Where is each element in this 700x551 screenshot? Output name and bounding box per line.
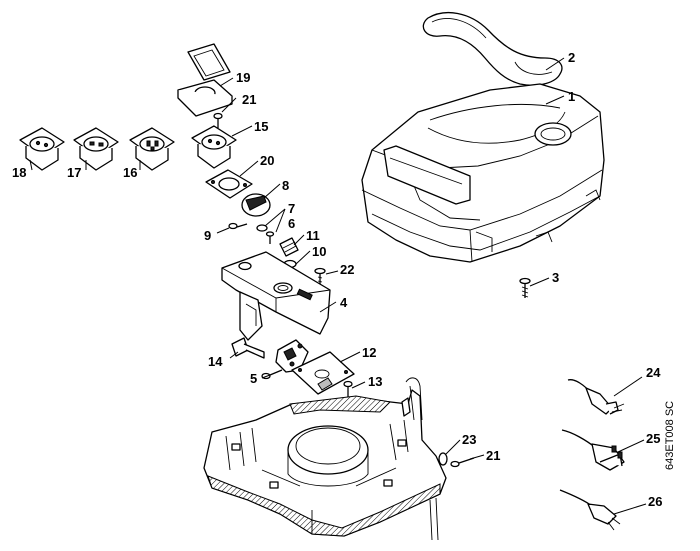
part-label-13: 13: [368, 374, 382, 389]
part-label-24: 24: [646, 365, 661, 380]
part-label-8: 8: [282, 178, 289, 193]
part-label-20: 20: [260, 153, 274, 168]
part-label-18: 18: [12, 165, 26, 180]
cover: [361, 83, 605, 263]
socket-16: [129, 127, 175, 171]
part-label-11: 11: [306, 228, 320, 243]
part-label-23: 23: [462, 432, 476, 447]
o-ring: [256, 224, 268, 232]
knob: [241, 193, 271, 217]
part-label-5: 5: [250, 371, 257, 386]
part-label-14: 14: [208, 354, 223, 369]
plug-26: [559, 489, 621, 531]
part-label-16: 16: [123, 165, 137, 180]
board-screw: [343, 380, 353, 398]
leader-lines: [29, 57, 647, 515]
socket-15: [191, 125, 237, 169]
part-label-7: 7: [288, 201, 295, 216]
part-label-15: 15: [254, 119, 268, 134]
part-label-4: 4: [340, 295, 348, 310]
part-label-21-bottom: 21: [486, 448, 500, 463]
screw-21-top: [213, 112, 223, 128]
part-label-21-top: 21: [242, 92, 256, 107]
drawing-code: 643ET008 SC: [664, 400, 676, 470]
part-label-9: 9: [204, 228, 211, 243]
socket-17: [73, 127, 119, 171]
lever: [231, 337, 265, 359]
small-screw: [265, 231, 275, 244]
part-label-12: 12: [362, 345, 376, 360]
grommet: [279, 237, 299, 257]
socket-cap: [177, 43, 233, 117]
part-label-25: 25: [646, 431, 660, 446]
part-label-3: 3: [552, 270, 559, 285]
part-label-22: 22: [340, 262, 354, 277]
plug-24: [567, 379, 625, 415]
clip-23: [438, 452, 448, 466]
knob-screw: [228, 222, 248, 230]
part-labels: 1 2 3 4 5 6 7 8 9 10 11 12 13 14 15 16 1…: [12, 50, 662, 509]
plug-25: [561, 429, 625, 471]
part-label-1: 1: [568, 89, 575, 104]
part-label-6: 6: [288, 216, 295, 231]
part-label-19: 19: [236, 70, 250, 85]
part-label-26: 26: [648, 494, 662, 509]
handle: [422, 12, 563, 86]
part-label-10: 10: [312, 244, 326, 259]
base-housing: [203, 377, 447, 541]
gasket: [205, 169, 253, 199]
part-label-17: 17: [67, 165, 81, 180]
switch-housing: [221, 251, 331, 341]
socket-18: [19, 127, 65, 171]
board: [291, 351, 355, 395]
part-label-2: 2: [568, 50, 575, 65]
cover-screw: [519, 277, 531, 298]
